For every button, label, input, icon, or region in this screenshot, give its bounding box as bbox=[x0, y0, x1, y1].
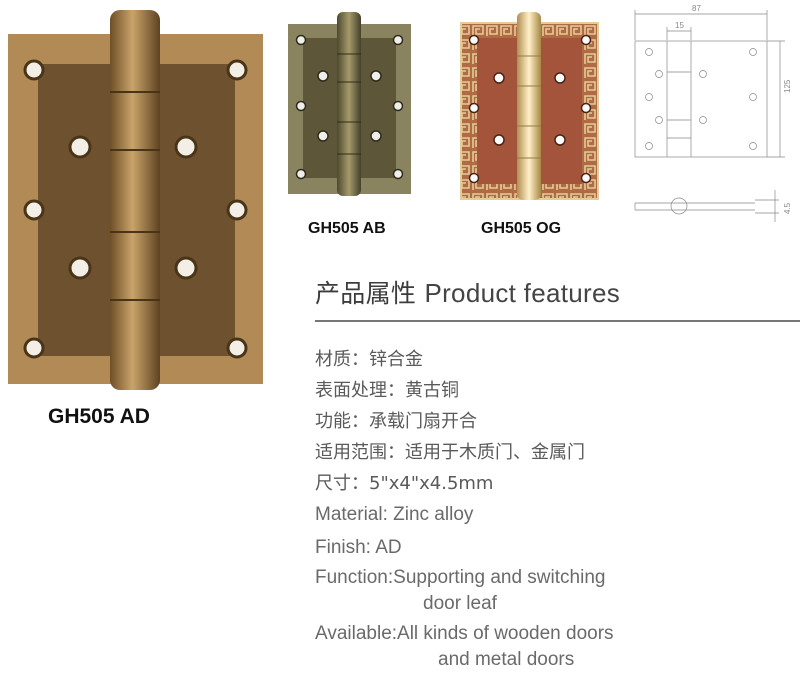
hinge-ab-image bbox=[288, 12, 411, 196]
product-label-og: GH505 OG bbox=[481, 220, 562, 237]
dim-width: 87 bbox=[692, 4, 701, 13]
feature-en-finish: Finish: AD bbox=[315, 537, 402, 558]
feature-cn-material: 材质：锌合金 bbox=[315, 349, 423, 370]
product-label-ab: GH505 AB bbox=[308, 220, 386, 237]
feature-en-available-line2: and metal doors bbox=[438, 649, 575, 670]
dim-height: 125 bbox=[783, 79, 792, 93]
hinge-og-image bbox=[460, 12, 599, 200]
features-title: 产品属性 Product features bbox=[315, 274, 620, 310]
feature-cn-finish: 表面处理：黄古铜 bbox=[315, 380, 459, 401]
dim-knuckle: 15 bbox=[675, 21, 684, 30]
hinge-ad-image bbox=[8, 10, 263, 390]
features-divider bbox=[315, 320, 800, 322]
feature-cn-size: 尺寸：5"x4"x4.5mm bbox=[315, 473, 494, 494]
feature-cn-function: 功能：承载门扇开合 bbox=[315, 411, 477, 432]
feature-en-function-line1: Function:Supporting and switching bbox=[315, 567, 606, 588]
feature-cn-range: 适用范围：适用于木质门、金属门 bbox=[315, 442, 585, 463]
dim-thickness: 4.5 bbox=[783, 202, 792, 214]
features-title-en: Product features bbox=[424, 278, 621, 308]
technical-drawing bbox=[634, 10, 785, 222]
product-label-ad: GH505 AD bbox=[48, 405, 150, 428]
feature-en-function-line2: door leaf bbox=[423, 593, 497, 614]
features-title-cn: 产品属性 bbox=[315, 279, 417, 308]
feature-en-available-line1: Available:All kinds of wooden doors bbox=[315, 623, 614, 644]
feature-en-material: Material: Zinc alloy bbox=[315, 504, 474, 525]
